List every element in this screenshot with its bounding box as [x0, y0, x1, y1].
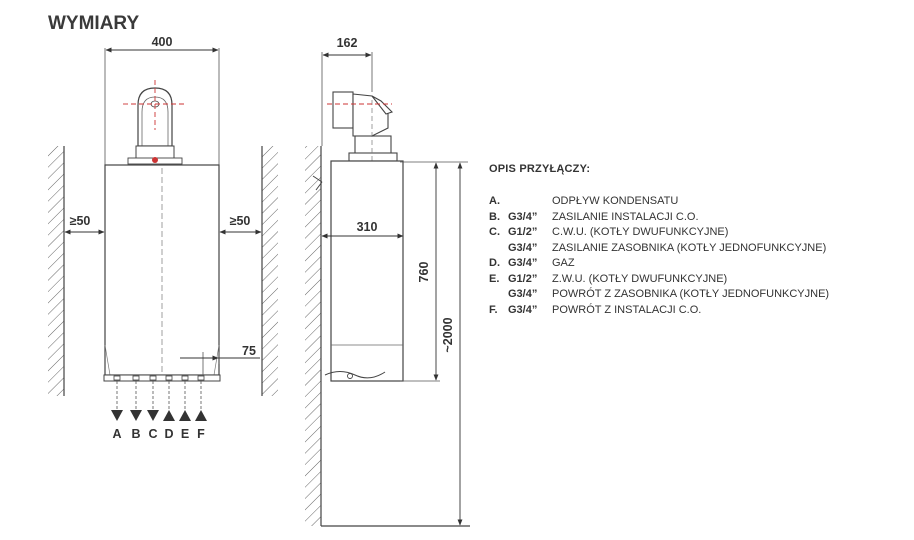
legend-row: G3/4” ZASILANIE ZASOBNIKA (KOTŁY JEDNOFUN…: [489, 241, 899, 257]
connection-letter: B: [131, 427, 140, 441]
legend-code: A.: [489, 195, 500, 207]
connection-letter: E: [181, 427, 189, 441]
offset-dimension-label: 75: [242, 344, 256, 358]
connection-a-arrow-icon: [111, 410, 123, 421]
legend-description: C.W.U. (KOTŁY DWUFUNKCYJNE): [552, 226, 729, 238]
legend-code: E.: [489, 272, 500, 285]
right-clearance-label: ≥50: [230, 214, 251, 228]
connection-letter: F: [197, 427, 205, 441]
right-wall: [262, 146, 278, 396]
legend-row: G3/4” POWRÓT Z ZASOBNIKA (KOTŁY JEDNOFUNK…: [489, 287, 899, 303]
flue-front: [123, 80, 187, 165]
legend-size: G3/4”: [508, 210, 538, 223]
connection-letter: C: [148, 427, 157, 441]
legend-size: G1/2”: [508, 226, 538, 238]
flue-side: [332, 91, 398, 188]
legend-row: F. G3/4” POWRÓT Z INSTALACJI C.O.: [489, 303, 899, 319]
legend-description: GAZ: [552, 257, 575, 269]
front-view: 400 ≥50 ≥50: [48, 35, 278, 441]
legend-row: E. G1/2” Z.W.U. (KOTŁY DWUFUNKCYJNE): [489, 272, 899, 288]
side-view: 162 310 760 ~2000: [305, 36, 470, 527]
legend-description: POWRÓT Z ZASOBNIKA (KOTŁY JEDNOFUNKCYJNE…: [552, 288, 830, 300]
legend-description: ODPŁYW KONDENSATU: [552, 195, 679, 207]
left-wall: [48, 146, 64, 396]
legend-size: G3/4”: [508, 303, 538, 316]
legend-description: Z.W.U. (KOTŁY DWUFUNKCYJNE): [552, 272, 728, 285]
connection-b-arrow-icon: [130, 410, 142, 421]
legend-size: G1/2”: [508, 272, 538, 285]
legend-row: A. ODPŁYW KONDENSATU: [489, 194, 899, 210]
legend-description: ZASILANIE ZASOBNIKA (KOTŁY JEDNOFUNKCYJN…: [552, 241, 827, 254]
connection-c-arrow-icon: [147, 410, 159, 421]
floor-height-dimension-label: ~2000: [441, 317, 455, 352]
connections-legend: OPIS PRZYŁĄCZY: A. ODPŁYW KONDENSATU B. G3/…: [489, 163, 899, 318]
side-wall: [305, 146, 321, 526]
flue-dimension-label: 162: [337, 36, 358, 50]
connection-d-arrow-icon: [163, 410, 175, 421]
boiler-side: [330, 160, 404, 382]
legend-code: F.: [489, 303, 498, 316]
connection-letter: D: [164, 427, 173, 441]
legend-code: B.: [489, 210, 500, 223]
width-dimension-label: 400: [152, 35, 173, 49]
connection-e-arrow-icon: [179, 410, 191, 421]
height-dimension-label: 760: [417, 262, 431, 283]
legend-row: D. G3/4” GAZ: [489, 256, 899, 272]
depth-dimension-label: 310: [357, 220, 378, 234]
legend-description: POWRÓT Z INSTALACJI C.O.: [552, 303, 702, 316]
legend-row: C. G1/2” C.W.U. (KOTŁY DWUFUNKCYJNE): [489, 225, 899, 241]
connection-f-arrow-icon: [195, 410, 207, 421]
page-title: WYMIARY: [48, 13, 139, 34]
connection-letter: A: [112, 427, 121, 441]
legend-row: B. G3/4” ZASILANIE INSTALACJI C.O.: [489, 210, 899, 226]
legend-rows: A. ODPŁYW KONDENSATU B. G3/4” ZASILANIE INST…: [489, 194, 899, 318]
legend-size: G3/4”: [508, 288, 538, 300]
legend-code: D.: [489, 257, 500, 269]
legend-size: G3/4”: [508, 241, 538, 254]
legend-description: ZASILANIE INSTALACJI C.O.: [552, 210, 699, 223]
legend-title: OPIS PRZYŁĄCZY:: [489, 163, 591, 175]
legend-size: G3/4”: [508, 257, 538, 269]
mounting-bracket: [312, 175, 323, 191]
legend-code: C.: [489, 226, 500, 238]
left-clearance-label: ≥50: [70, 214, 91, 228]
